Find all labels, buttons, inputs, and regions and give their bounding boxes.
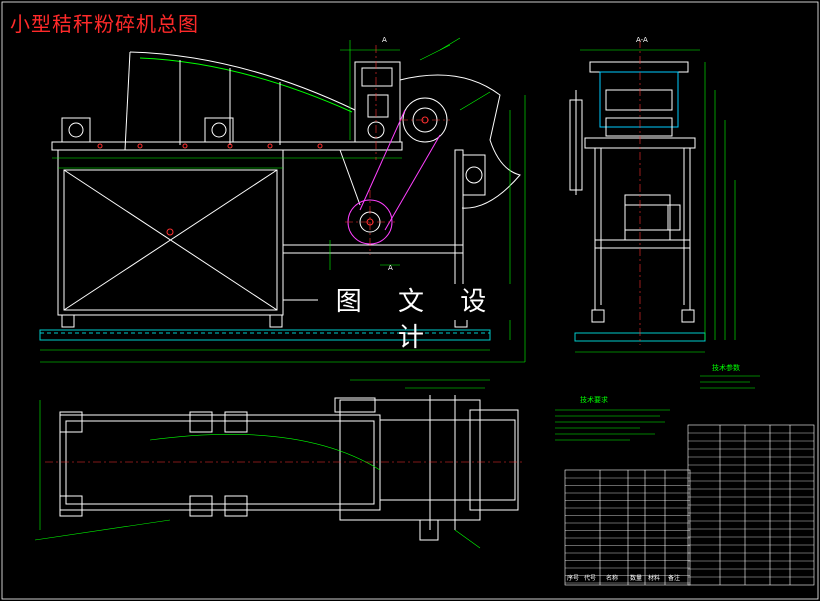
- front-centerlines: [345, 45, 450, 255]
- drawing-title: 小型秸秆粉碎机总图: [10, 12, 199, 36]
- top-crusher: [339, 399, 481, 521]
- tech-params-title: 技术参数: [712, 363, 740, 372]
- section-marker-bottom: A: [388, 264, 393, 272]
- tech-req-title: 技术要求: [580, 395, 608, 404]
- top-bearing-blocks: [59, 411, 248, 517]
- tech-notes: [555, 375, 760, 441]
- main-pulley: [402, 97, 448, 143]
- col-qty: 数量: [630, 574, 642, 582]
- discharge-chute: [399, 74, 521, 209]
- watermark: 图 文 设 计: [318, 284, 518, 353]
- conveyor-table: [51, 141, 403, 151]
- bearing-block-left: [61, 117, 91, 143]
- col-name: 名称: [606, 574, 618, 582]
- feed-hopper: [129, 51, 356, 111]
- col-remark: 备注: [668, 574, 680, 582]
- top-dimensions: [34, 379, 490, 549]
- col-seq: 序号: [567, 574, 579, 582]
- bearing-block-mid: [204, 117, 234, 143]
- crusher-housing: [354, 61, 401, 143]
- side-view: [569, 61, 706, 342]
- parts-list-rows: [565, 432, 814, 584]
- top-view: [59, 395, 519, 541]
- col-code: 代号: [584, 574, 596, 582]
- side-dimensions: [575, 49, 736, 353]
- col-material: 材料: [648, 574, 660, 582]
- frame: [57, 149, 284, 316]
- ground-line: [39, 329, 491, 341]
- section-marker-top: A: [382, 36, 387, 44]
- section-view-label: A-A: [636, 36, 648, 44]
- top-conveyor: [59, 414, 381, 511]
- side-top-cover: [589, 61, 689, 73]
- motor: [624, 194, 671, 241]
